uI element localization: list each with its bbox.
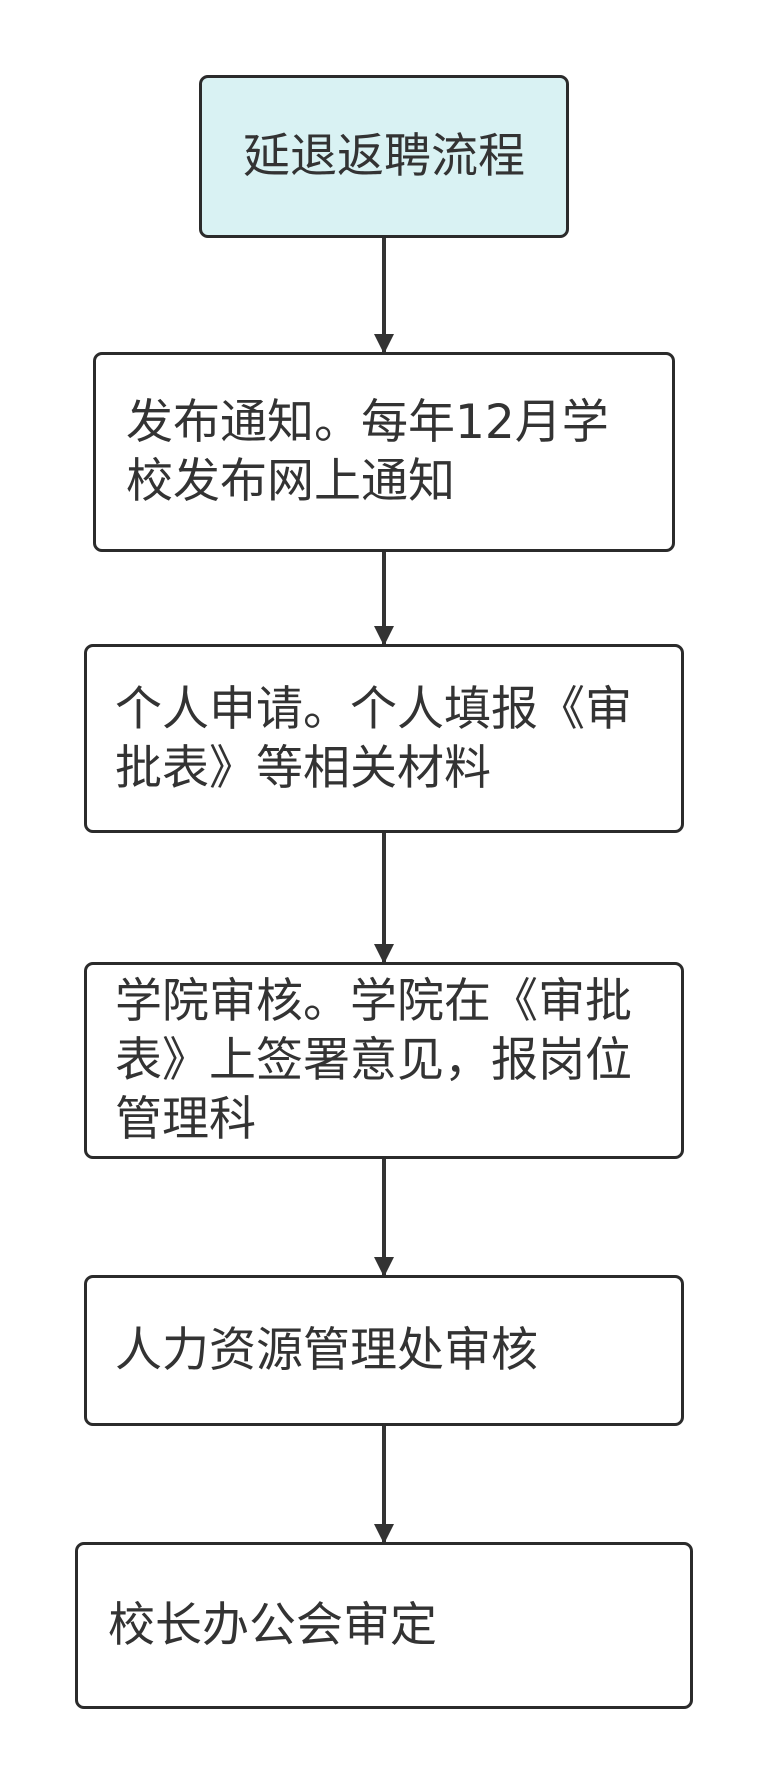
step-node-hr-review: 人力资源管理处审核 (84, 1275, 684, 1426)
start-node-label: 延退返聘流程 (243, 129, 525, 184)
step-node-label: 学院审核。学院在《审批表》上签署意见，报岗位管理科 (115, 974, 632, 1147)
step-node-college-review: 学院审核。学院在《审批表》上签署意见，报岗位管理科 (84, 962, 684, 1159)
step-node-label: 人力资源管理处审核 (115, 1323, 538, 1378)
step-node-label: 个人申请。个人填报《审批表》等相关材料 (115, 681, 632, 796)
step-node-label: 发布通知。每年12月学校发布网上通知 (126, 395, 609, 509)
start-node: 延退返聘流程 (199, 75, 569, 238)
step-node-personal-application: 个人申请。个人填报《审批表》等相关材料 (84, 644, 684, 833)
step-node-publish-notice: 发布通知。每年12月学校发布网上通知 (93, 352, 675, 552)
end-node-president-meeting: 校长办公会审定 (75, 1542, 693, 1709)
end-node-label: 校长办公会审定 (108, 1598, 437, 1653)
